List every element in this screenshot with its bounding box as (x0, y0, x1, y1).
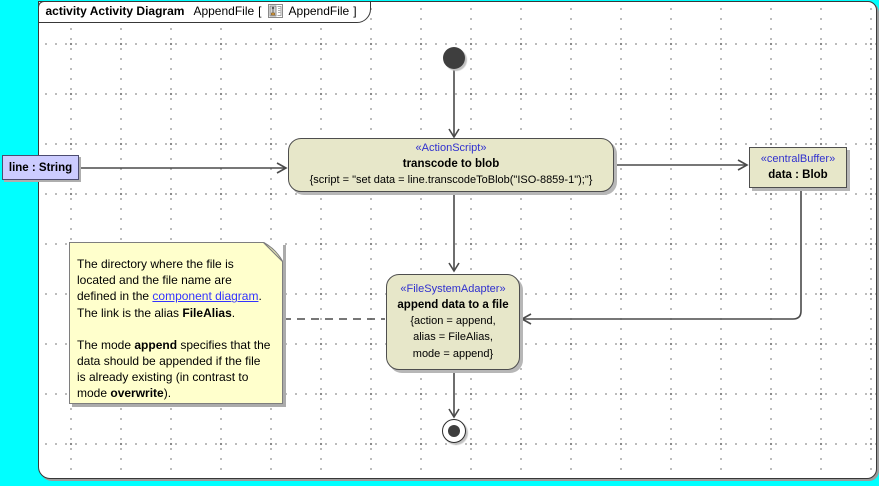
action-append-data-to-file[interactable]: «FileSystemAdapter» append data to a fil… (386, 274, 520, 370)
note-text: The link is the alias (77, 305, 183, 320)
diagram-kind-label: activity Activity Diagram (45, 3, 185, 18)
edge-initial-to-transcode[interactable] (448, 69, 460, 139)
action-prop-label: {action = append, (410, 314, 496, 327)
activity-diagram-icon (267, 3, 283, 18)
connector-layer (79, 69, 802, 419)
note-text: . (231, 305, 236, 320)
buffer-name-label: data : Blob (768, 169, 828, 181)
activity-final-node[interactable] (442, 419, 466, 443)
edge-line-string-to-transcode[interactable] (79, 162, 288, 174)
diagram-name-label: AppendFile (193, 3, 255, 18)
note-bold-text: overwrite (110, 386, 164, 401)
edge-transcode-to-central-buffer[interactable] (614, 159, 749, 171)
stereotype-label: «ActionScript» (415, 142, 487, 155)
action-prop-label: mode = append} (412, 347, 494, 360)
stereotype-label: «centralBuffer» (760, 153, 836, 165)
note-bold-text: FileAlias (182, 305, 232, 320)
edge-central-buffer-to-append[interactable] (520, 188, 802, 325)
note-text: is already existing (in contrast to (77, 370, 249, 385)
object-node-line-string[interactable]: line : String (2, 155, 79, 180)
note-fold-corner (263, 242, 283, 262)
note[interactable]: The directory where the file is located … (69, 242, 283, 404)
note-text: located and the file name are (77, 273, 232, 288)
edge-transcode-to-append[interactable] (448, 192, 460, 273)
bracket-open: [ (258, 3, 262, 18)
bracket-close: ] (353, 3, 357, 18)
note-text: ). (163, 386, 172, 401)
note-text: mode (77, 386, 111, 401)
diagram-frame-tab[interactable]: activity Activity Diagram AppendFile [ A… (37, 0, 371, 23)
context-name-label: AppendFile (288, 3, 350, 18)
note-text: specifies that the (177, 337, 271, 352)
edge-append-to-final[interactable] (448, 370, 460, 419)
action-transcode-to-blob[interactable]: «ActionScript» transcode to blob {script… (288, 138, 614, 192)
action-name-label: append data to a file (397, 298, 509, 311)
action-name-label: transcode to blob (402, 158, 500, 171)
final-inner-dot (448, 425, 460, 437)
initial-node[interactable] (443, 47, 465, 69)
note-blank-line (77, 321, 282, 337)
action-script-label: {script = "set data = line.transcodeToBl… (309, 174, 593, 187)
note-text: The directory where the file is (77, 257, 234, 271)
stereotype-label: «FileSystemAdapter» (400, 282, 506, 295)
action-prop-label: alias = FileAlias, (413, 331, 493, 344)
note-text: data should be appended if the file (77, 354, 261, 369)
central-buffer-node[interactable]: «centralBuffer» data : Blob (749, 147, 847, 188)
note-bold-text: append (134, 337, 178, 352)
note-text: . (258, 289, 262, 304)
component-diagram-link[interactable]: component diagram (152, 289, 259, 304)
note-text: defined in the (77, 289, 153, 304)
note-text: The mode (77, 337, 135, 352)
